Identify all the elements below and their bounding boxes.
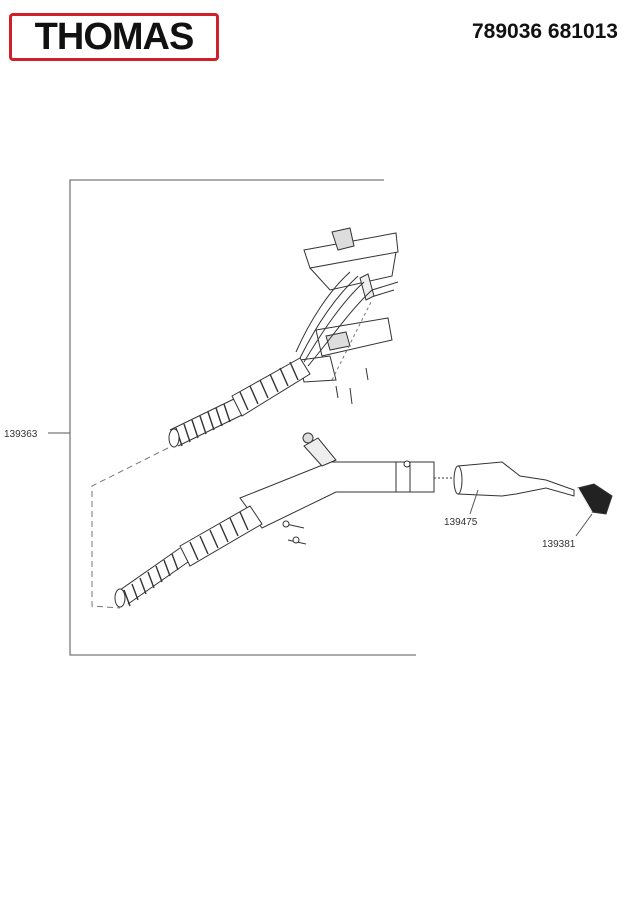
upper-handle-exploded	[295, 227, 399, 405]
extension-nozzle-139475	[453, 461, 575, 497]
part-label-139381: 139381	[542, 539, 576, 550]
assembly-bracket	[69, 179, 416, 656]
brand-wordmark: THOMAS	[34, 16, 195, 58]
document-number: 789036 681013	[472, 20, 618, 43]
part-label-139475: 139475	[444, 517, 478, 528]
hose-link-dashed	[91, 447, 169, 609]
leader-139475	[469, 489, 479, 515]
lower-hose-section	[114, 505, 263, 608]
thomas-logo: THOMAS	[9, 13, 219, 61]
lower-handle-assembled	[239, 432, 452, 545]
upper-hose-section	[168, 357, 311, 448]
round-brush-139381	[577, 483, 613, 515]
part-label-139363: 139363	[4, 429, 38, 440]
leader-139381	[575, 513, 593, 537]
